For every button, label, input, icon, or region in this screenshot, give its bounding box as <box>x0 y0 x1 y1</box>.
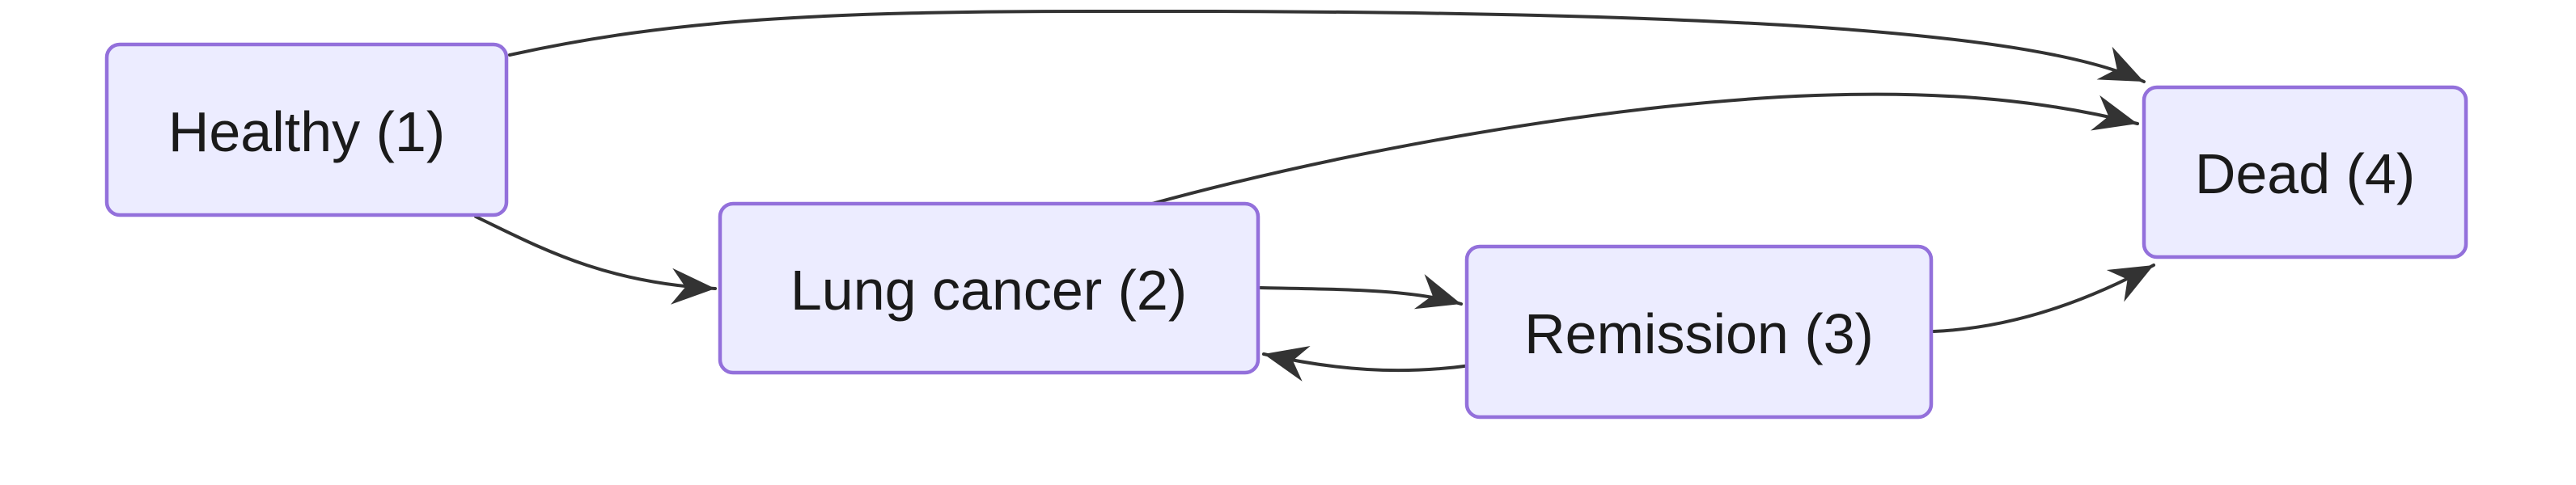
node-healthy-label: Healthy (1) <box>168 100 445 163</box>
edge-lung-cancer-to-remission <box>1259 274 1463 310</box>
node-dead-label: Dead (4) <box>2195 142 2415 205</box>
node-lung-cancer-box <box>718 201 1260 375</box>
edge-lung-cancer-to-dead <box>1147 92 2139 206</box>
node-healthy: Healthy (1) <box>104 42 509 217</box>
edges-layer <box>474 10 2155 382</box>
node-remission-box <box>1464 244 1934 420</box>
node-remission: Remission (3) <box>1464 244 1934 420</box>
edge-remission-to-lung-cancer <box>1262 346 1472 382</box>
edge-remission-to-dead <box>1932 264 2155 333</box>
node-lung-cancer-label: Lung cancer (2) <box>790 259 1187 322</box>
node-dead: Dead (4) <box>2142 85 2468 259</box>
node-dead-box <box>2142 85 2468 259</box>
node-lung-cancer: Lung cancer (2) <box>718 201 1260 375</box>
node-healthy-box <box>104 42 509 217</box>
edge-healthy-to-lung-cancer <box>474 215 717 305</box>
edge-healthy-to-dead <box>508 10 2146 83</box>
node-remission-label: Remission (3) <box>1524 302 1874 365</box>
